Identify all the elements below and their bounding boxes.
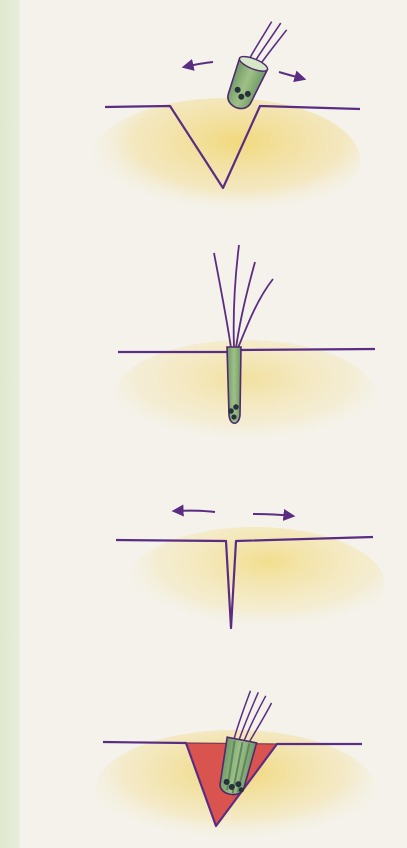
panel-2-hair-strand — [214, 253, 231, 348]
panel-3-narrow-slit — [116, 511, 385, 643]
panel-1-soil-tint — [90, 98, 360, 222]
panel-1-v-incision — [90, 14, 360, 222]
panel-4-triangular-wound — [95, 688, 375, 848]
panel-3-soil-tint — [125, 527, 385, 643]
panel-2-follicle — [231, 414, 236, 419]
panel-2-follicle — [228, 408, 234, 414]
panel-2-soil-tint — [115, 340, 375, 450]
panel-3-left-arrow — [174, 511, 215, 512]
panel-2-hair-strand — [238, 279, 273, 348]
panel-2-inserted-graft — [115, 245, 375, 450]
panel-2-follicle — [233, 404, 239, 410]
panel-1-right-arrow — [279, 72, 304, 79]
panel-3-right-arrow — [253, 514, 293, 516]
panel-2-hair-strand — [236, 262, 255, 348]
panel-1-graft — [222, 14, 288, 114]
panel-1-left-arrow — [184, 62, 213, 67]
